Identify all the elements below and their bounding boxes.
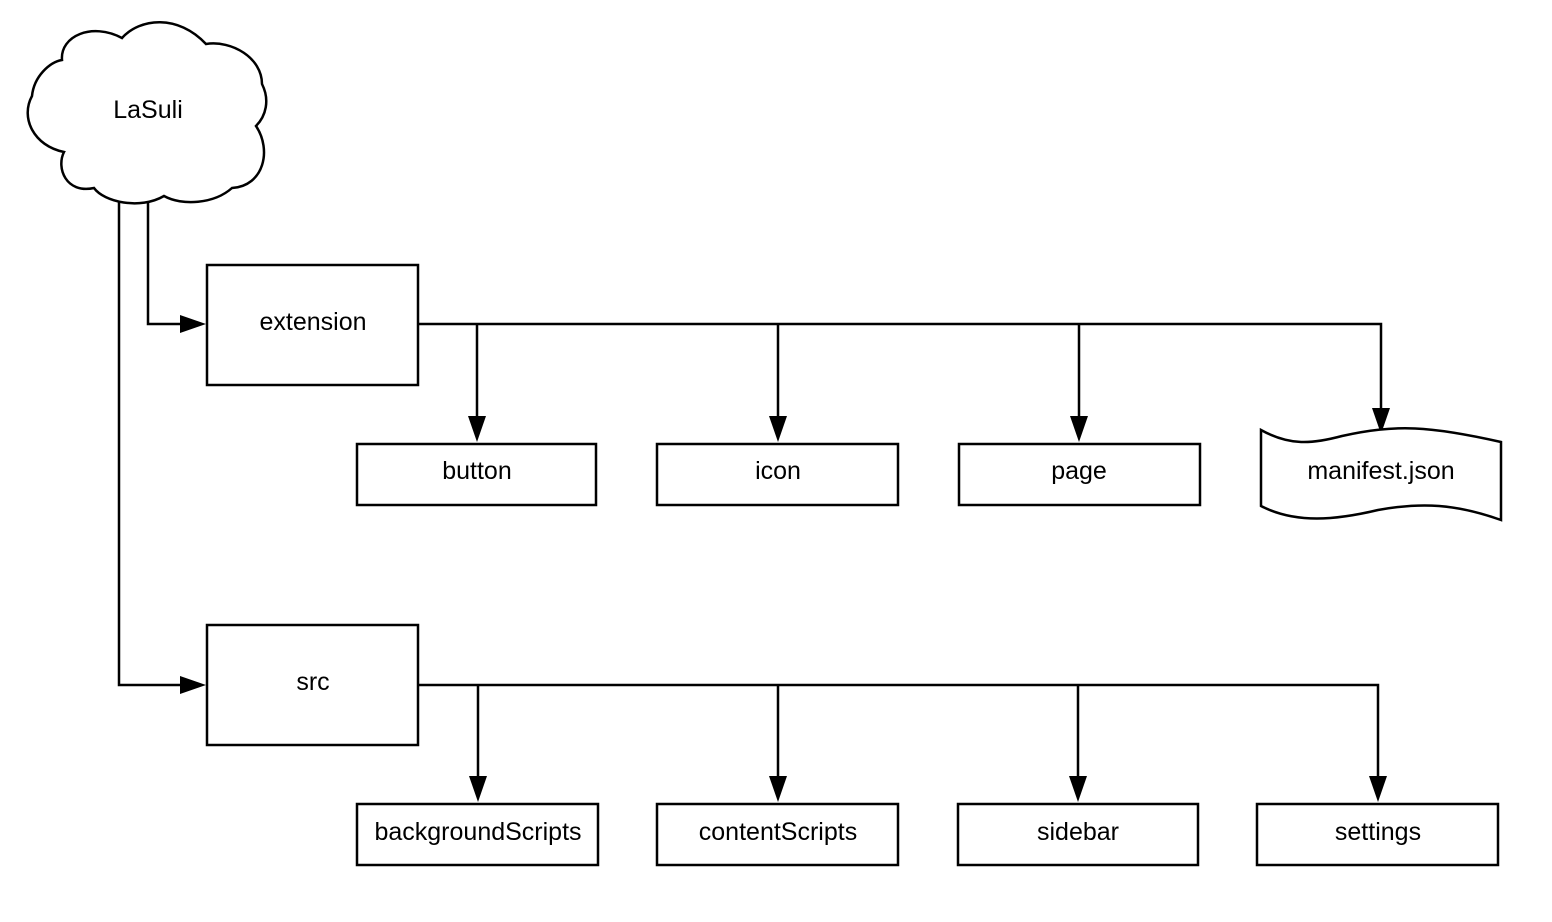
node-extension: extension (205, 263, 420, 387)
edge-src-bus (418, 683, 1380, 778)
node-src: src (205, 623, 420, 747)
arrowhead-icon (769, 416, 787, 442)
node-icon: icon (655, 442, 900, 507)
arrowhead-page (1070, 416, 1088, 442)
edge-root-src (117, 196, 182, 687)
button-label: button (442, 457, 512, 485)
button-box (355, 442, 598, 507)
node-manifest-json: manifest.json (1259, 427, 1503, 522)
extension-label: extension (259, 308, 366, 336)
node-lasuli: LaSuli (26, 21, 268, 205)
node-page: page (957, 442, 1202, 507)
src-label: src (296, 668, 329, 696)
settings-box (1255, 802, 1500, 867)
arrowhead-src (180, 676, 206, 694)
src-box (205, 623, 420, 747)
edges (117, 196, 1390, 802)
arrowhead-manifest (1372, 408, 1390, 434)
backgroundscripts-box (355, 802, 600, 867)
arrowhead-button (468, 416, 486, 442)
icon-box (655, 442, 900, 507)
edge-root-extension (146, 200, 182, 326)
node-sidebar: sidebar (956, 802, 1200, 867)
arrowhead-settings (1369, 776, 1387, 802)
arrowhead-backgroundscripts (469, 776, 487, 802)
edge-extension-bus (418, 322, 1383, 410)
arrowhead-sidebar (1069, 776, 1087, 802)
extension-box (205, 263, 420, 387)
settings-label: settings (1335, 818, 1421, 846)
backgroundscripts-label: backgroundScripts (374, 818, 581, 846)
node-button: button (355, 442, 598, 507)
node-settings: settings (1255, 802, 1500, 867)
root-label: LaSuli (113, 96, 183, 124)
sidebar-box (956, 802, 1200, 867)
manifest-json-label: manifest.json (1307, 457, 1454, 485)
icon-label: icon (755, 457, 801, 485)
node-contentscripts: contentScripts (655, 802, 900, 867)
arrowhead-contentscripts (769, 776, 787, 802)
sidebar-label: sidebar (1037, 818, 1119, 846)
cloud-shape (26, 21, 268, 205)
contentscripts-label: contentScripts (699, 818, 857, 846)
page-box (957, 442, 1202, 507)
node-backgroundscripts: backgroundScripts (355, 802, 600, 867)
arrowhead-extension (180, 315, 206, 333)
document-shape (1259, 427, 1503, 522)
page-label: page (1051, 457, 1107, 485)
contentscripts-box (655, 802, 900, 867)
